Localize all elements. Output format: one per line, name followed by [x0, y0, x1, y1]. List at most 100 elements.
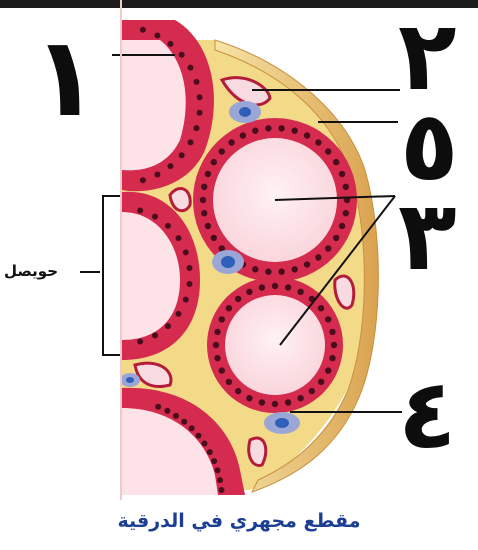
cell-nucleus: [202, 441, 208, 447]
cell-nucleus: [214, 329, 220, 335]
cell-nucleus: [343, 184, 349, 190]
follicle-medium: [207, 277, 343, 413]
cell-nucleus: [165, 223, 171, 229]
cell-nucleus: [343, 210, 349, 216]
cell-nucleus: [197, 94, 203, 100]
cell-nucleus: [331, 342, 337, 348]
cell-nucleus: [197, 110, 203, 116]
cell-nucleus: [213, 342, 219, 348]
caption: مقطع مجهري في الدرقية: [0, 510, 478, 532]
cell-nucleus: [259, 399, 265, 405]
cell-nucleus: [259, 284, 265, 290]
cell-nucleus: [278, 269, 284, 275]
cell-nucleus: [219, 487, 225, 493]
cell-nucleus: [194, 79, 200, 85]
cell-nucleus: [219, 148, 225, 154]
cell-nucleus: [207, 449, 213, 455]
cell-nucleus: [252, 266, 258, 272]
cell-nucleus: [165, 323, 171, 329]
cell-nucleus: [240, 132, 246, 138]
cell-nucleus: [265, 269, 271, 275]
cell-nucleus: [152, 214, 158, 220]
cell-nucleus: [292, 128, 298, 134]
cell-nucleus: [265, 125, 271, 131]
cell-nucleus: [304, 132, 310, 138]
label-3: ٣: [398, 188, 457, 284]
cell-nucleus: [211, 235, 217, 241]
image-edge: [120, 0, 122, 500]
cell-nucleus: [200, 197, 206, 203]
cell-nucleus: [309, 388, 315, 394]
label-4: ٤: [398, 366, 457, 462]
cell-nucleus: [187, 281, 193, 287]
cell-nucleus: [211, 458, 217, 464]
cell-nucleus: [315, 139, 321, 145]
cell-nucleus: [140, 177, 146, 183]
alveolus-bracket: [103, 196, 120, 355]
cell-nucleus: [205, 171, 211, 177]
cell-nucleus: [235, 388, 241, 394]
cell-nucleus: [179, 52, 185, 58]
cell-nucleus: [219, 316, 225, 322]
cell-nucleus: [214, 355, 220, 361]
cell-nucleus: [226, 305, 232, 311]
cell-nucleus: [252, 128, 258, 134]
cell-nucleus: [339, 171, 345, 177]
cell-nucleus: [181, 419, 187, 425]
cell-nucleus: [285, 284, 291, 290]
cell-nucleus: [325, 367, 331, 373]
cell-nucleus: [188, 139, 194, 145]
cell-nucleus: [155, 404, 161, 410]
cell-nucleus: [272, 401, 278, 407]
cell-nucleus: [333, 235, 339, 241]
cell-nucleus: [285, 399, 291, 405]
cell-nucleus: [183, 297, 189, 303]
label-alveolus: حويصل: [4, 262, 58, 280]
cell-nucleus: [168, 163, 174, 169]
cell-nucleus: [318, 305, 324, 311]
cell-nucleus: [176, 311, 182, 317]
cell-nucleus: [339, 223, 345, 229]
cell-nucleus: [179, 152, 185, 158]
cell-nucleus: [154, 172, 160, 178]
cell-nucleus: [201, 210, 207, 216]
cell-nucleus: [183, 249, 189, 255]
cell-nucleus: [246, 395, 252, 401]
cell-nucleus: [137, 339, 143, 345]
cell-nucleus: [292, 266, 298, 272]
cell-nucleus: [226, 379, 232, 385]
capillary-lower: [249, 438, 266, 465]
capillary-left: [170, 188, 190, 210]
cell-nucleus: [217, 477, 223, 483]
cell-nucleus: [297, 289, 303, 295]
cell-nucleus: [152, 332, 158, 338]
cell-nucleus: [219, 367, 225, 373]
cell-nucleus: [194, 125, 200, 131]
cell-nucleus: [325, 316, 331, 322]
cell-nucleus: [154, 33, 160, 39]
cell-nucleus: [325, 245, 331, 251]
label-1: ١: [32, 22, 99, 132]
cell-nucleus: [189, 425, 195, 431]
cell-nucleus: [329, 355, 335, 361]
cell-nucleus: [278, 125, 284, 131]
cell-nucleus: [211, 159, 217, 165]
cell-nucleus: [140, 27, 146, 33]
cell-nucleus: [246, 289, 252, 295]
cell-nucleus: [315, 254, 321, 260]
cell-nucleus: [228, 139, 234, 145]
cell-nucleus: [173, 413, 179, 419]
cell-nucleus: [168, 41, 174, 47]
cell-nucleus: [333, 159, 339, 165]
cell-nucleus: [187, 265, 193, 271]
cell-nucleus: [188, 65, 194, 71]
cell-nucleus: [137, 208, 143, 214]
cell-nucleus: [201, 184, 207, 190]
cell-nucleus: [325, 148, 331, 154]
cell-nucleus: [329, 329, 335, 335]
cell-nucleus: [272, 283, 278, 289]
cell-nucleus: [215, 467, 221, 473]
cell-nucleus: [205, 223, 211, 229]
cell-nucleus: [176, 235, 182, 241]
cell-nucleus: [297, 395, 303, 401]
